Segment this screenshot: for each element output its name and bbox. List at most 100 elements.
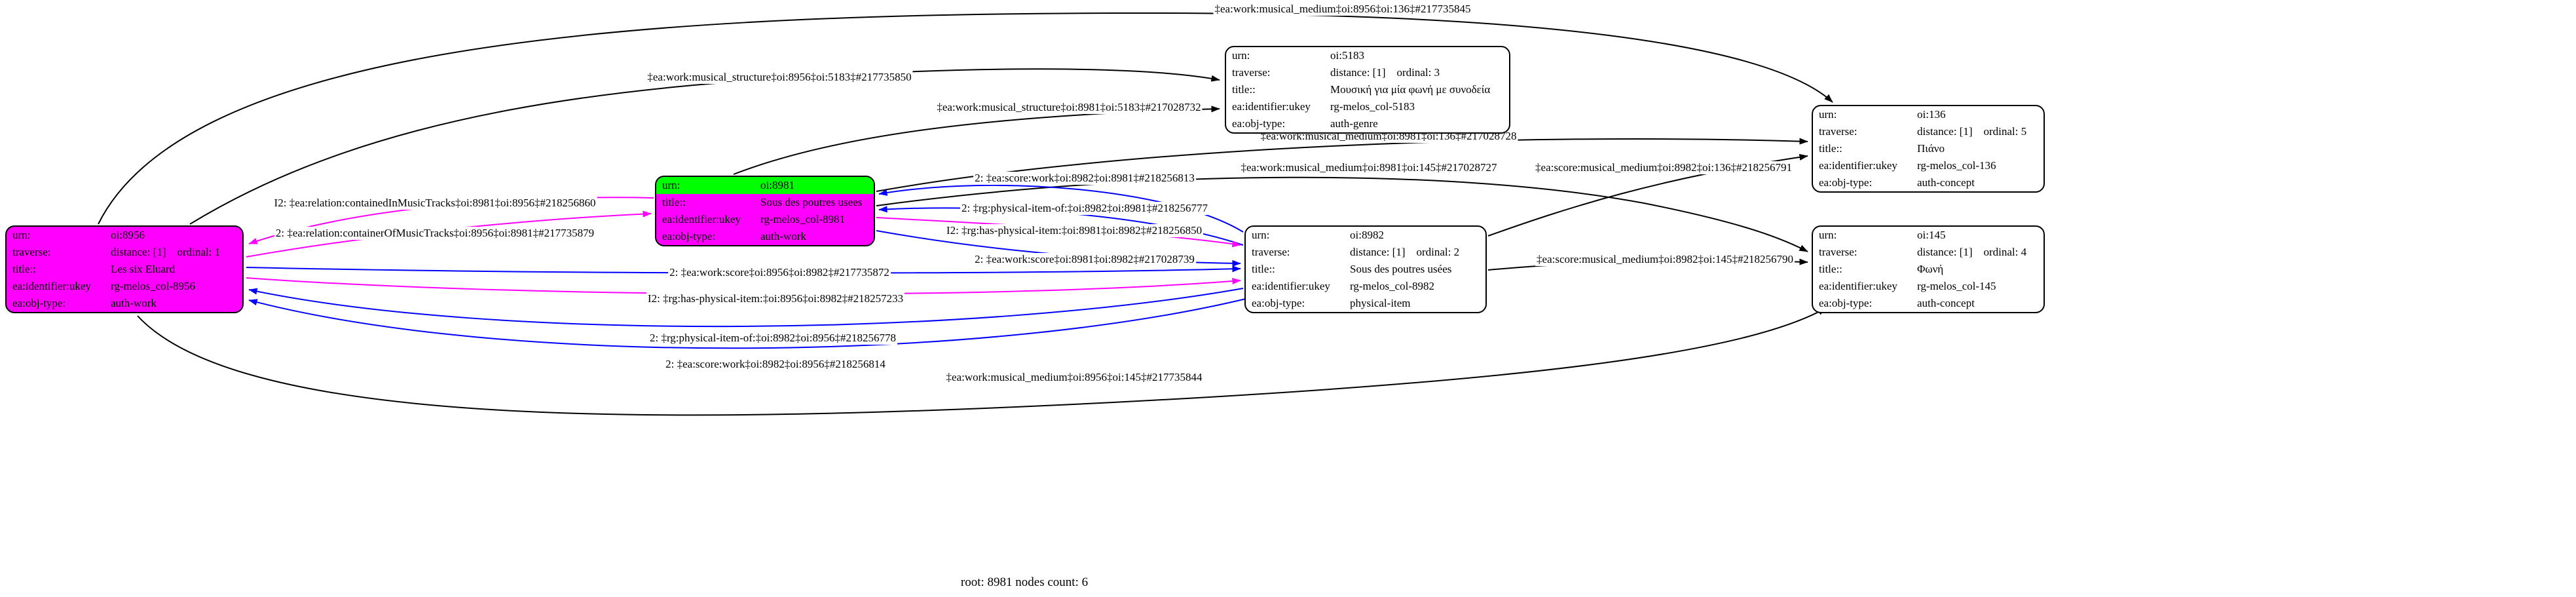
edge-label-4: ‡ea:work:musical_medium‡oi:8981‡oi:145‡#… — [1239, 161, 1499, 174]
field-label: traverse: — [1252, 246, 1290, 258]
field-value: oi:8956 — [111, 229, 145, 241]
field-value: physical-item — [1350, 297, 1411, 309]
edge-label-7: 2: ‡ea:score:work‡oi:8982‡oi:8981‡#21825… — [973, 172, 1196, 185]
edge-label-8: 2: ‡rg:physical-item-of:‡oi:8982‡oi:8981… — [960, 202, 1210, 215]
graph-node-oi-136: urn: oi:136 traverse:distance: [1] ordinal… — [1812, 105, 2045, 193]
graph-node-oi-145: urn: oi:145 traverse: distance: [1] ordinal… — [1812, 225, 2045, 313]
node-field: ea:identifier:ukey rg-melos_col-145 — [1813, 278, 2044, 295]
node-field: urn: oi:8982 — [1246, 227, 1485, 244]
field-label: title:: — [1819, 142, 1842, 155]
field-label: title:: — [12, 263, 36, 275]
field-label: ea:obj-type: — [1232, 117, 1286, 130]
edge-0 — [98, 12, 1833, 225]
field-label: traverse: — [1232, 66, 1271, 79]
edge-14 — [246, 277, 1241, 295]
field-value: auth-genre — [1330, 117, 1378, 130]
field-value: distance: [1] ordinal: 1 — [111, 246, 221, 258]
edge-4 — [876, 176, 1808, 252]
field-label: ea:obj-type: — [1819, 176, 1873, 189]
edge-label-0: ‡ea:work:musical_medium‡oi:8956‡oi:136‡#… — [1213, 3, 1472, 16]
field-value: oi:8982 — [1350, 229, 1384, 241]
field-value: rg-melos_col-145 — [1917, 280, 1996, 292]
node-field: title::Sous des poutres usées — [1246, 261, 1485, 278]
edge-label-16: 2: ‡ea:score:work‡oi:8982‡oi:8956‡#21825… — [664, 358, 887, 371]
node-field: title::Les six Eluard — [7, 261, 242, 278]
field-label: urn: — [1819, 229, 1837, 241]
node-field: title::Φωνή — [1813, 261, 2044, 278]
node-field: urn: oi:145 — [1813, 227, 2044, 244]
node-field: urn: oi:5183 — [1226, 47, 1509, 64]
field-label: ea:obj-type: — [1819, 297, 1873, 309]
field-value: oi:145 — [1917, 229, 1946, 241]
edge-label-13: 2: ‡ea:work:score‡oi:8956‡oi:8982‡#21773… — [668, 266, 891, 279]
node-field: ea:obj-type: auth-genre — [1226, 115, 1509, 132]
edge-label-6: ‡ea:score:musical_medium‡oi:8982‡oi:145‡… — [1535, 253, 1795, 266]
field-label: ea:identifier:ukey — [662, 213, 741, 225]
field-value: oi:5183 — [1330, 49, 1364, 62]
field-label: urn: — [662, 179, 681, 191]
edge-label-14: I2: ‡rg:has-physical-item:‡oi:8956‡oi:89… — [646, 292, 905, 305]
node-field: title::Sous des poutres usees — [656, 194, 874, 211]
node-field: traverse:distance: [1] ordinal: 5 — [1813, 123, 2044, 140]
field-label: traverse: — [1819, 125, 1857, 138]
field-value: Les six Eluard — [111, 263, 176, 275]
edge-label-11: I2: ‡ea:relation:containedInMusicTracks‡… — [272, 197, 597, 210]
field-label: ea:obj-type: — [1252, 297, 1305, 309]
node-field: traverse: distance: [1] ordinal: 4 — [1813, 244, 2044, 261]
edge-label-2: ‡ea:work:musical_structure‡oi:8981‡oi:51… — [935, 101, 1203, 114]
field-label: urn: — [1819, 108, 1837, 121]
field-value: Πιάνο — [1917, 142, 1945, 155]
field-label: traverse: — [1819, 246, 1857, 258]
field-value: Sous des poutres usées — [1350, 263, 1452, 275]
node-field: title::Πιάνο — [1813, 140, 2044, 157]
edge-label-17: ‡ea:work:musical_medium‡oi:8956‡oi:145‡#… — [944, 371, 1204, 384]
field-value: oi:8981 — [760, 179, 794, 191]
field-value: distance: [1] ordinal: 2 — [1350, 246, 1460, 258]
field-value: auth-work — [111, 297, 157, 309]
field-label: urn: — [1252, 229, 1270, 241]
edge-label-1: ‡ea:work:musical_structure‡oi:8956‡oi:51… — [646, 71, 913, 84]
field-label: urn: — [12, 229, 31, 241]
field-label: traverse: — [12, 246, 51, 258]
field-label: title:: — [662, 196, 686, 208]
node-field: title::Μουσική για μία φωνή με συνοδεία — [1226, 81, 1509, 98]
field-value: Μουσική για μία φωνή με συνοδεία — [1330, 83, 1491, 96]
node-field: ea:obj-type:auth-work — [7, 295, 242, 312]
field-label: ea:identifier:ukey — [1819, 280, 1897, 292]
field-value: Φωνή — [1917, 263, 1944, 275]
node-field: urn: oi:8981 — [656, 177, 874, 194]
edge-label-10: 2: ‡ea:work:score‡oi:8981‡oi:8982‡#21702… — [973, 253, 1196, 266]
graph-node-oi-5183: urn: oi:5183 traverse: distance: [1] ordina… — [1225, 46, 1510, 134]
edge-label-9: I2: ‡rg:has-physical-item:‡oi:8981‡oi:89… — [944, 224, 1204, 237]
edge-label-12: 2: ‡ea:relation:containerOfMusicTracks‡o… — [274, 227, 596, 240]
field-value: distance: [1] ordinal: 3 — [1330, 66, 1440, 79]
field-value: auth-concept — [1917, 297, 1975, 309]
field-label: title:: — [1252, 263, 1275, 275]
node-field: urn: oi:136 — [1813, 106, 2044, 123]
field-value: rg-melos_col-8981 — [760, 213, 846, 225]
field-label: title:: — [1819, 263, 1842, 275]
node-field: ea:identifier:ukey rg-melos_col-8956 — [7, 278, 242, 295]
graph-node-oi-8956: urn: oi:8956 traverse: distance: [1] ordina… — [5, 225, 244, 313]
field-value: rg-melos_col-5183 — [1330, 100, 1415, 113]
field-value: rg-melos_col-136 — [1917, 159, 1996, 172]
field-value: Sous des poutres usees — [760, 196, 863, 208]
field-value: oi:136 — [1917, 108, 1946, 121]
field-value: distance: [1] ordinal: 4 — [1917, 246, 2027, 258]
node-field: ea:obj-type: physical-item — [1246, 295, 1485, 312]
node-field: ea:identifier:ukey rg-melos_col-8981 — [656, 211, 874, 228]
edge-17 — [137, 307, 1827, 416]
field-value: rg-melos_col-8956 — [111, 280, 196, 292]
graph-root-label: root: 8981 nodes count: 6 — [960, 575, 1089, 589]
node-field: urn: oi:8956 — [7, 227, 242, 244]
field-label: urn: — [1232, 49, 1250, 62]
field-label: ea:identifier:ukey — [12, 280, 91, 292]
edge-2 — [733, 106, 1220, 175]
node-field: ea:obj-type:auth-work — [656, 228, 874, 245]
field-label: ea:obj-type: — [662, 230, 716, 242]
field-value: rg-melos_col-8982 — [1350, 280, 1435, 292]
